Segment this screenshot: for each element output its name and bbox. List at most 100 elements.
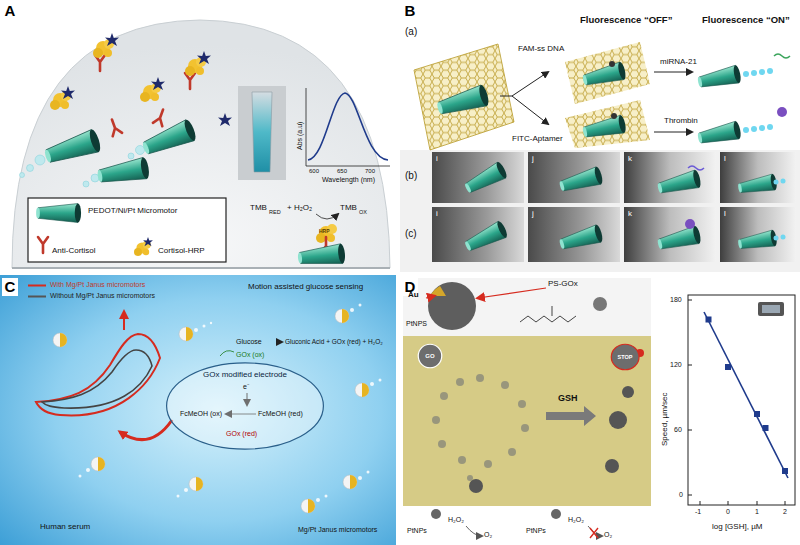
bubble-trails: [367, 471, 370, 474]
panel-a: [61, 86, 75, 99]
figure-label: Glucose: [236, 338, 262, 346]
panel-b: [751, 70, 757, 76]
panel-b: [759, 69, 765, 75]
panel-a: [96, 157, 150, 187]
figure-label: k: [628, 209, 632, 218]
video-frames: [781, 179, 786, 184]
panel-d: [431, 509, 441, 519]
bubble-trails: [79, 475, 82, 478]
panel-b: [743, 127, 749, 133]
figure-label: i: [436, 154, 438, 163]
panel-a: [297, 243, 346, 268]
video-frames: [720, 207, 796, 262]
speed-chart: [688, 495, 692, 496]
trajectory: [508, 448, 516, 456]
figure-label: l: [724, 154, 726, 163]
panel-b: [400, 0, 800, 272]
figure-label: HRP: [319, 229, 330, 235]
figure-label: (c): [405, 228, 417, 240]
video-frames: [462, 220, 508, 255]
speed-chart: [706, 317, 712, 323]
legend-entry: PEDOT/Ni/Pt Micromotor: [88, 206, 177, 215]
video-frames: [462, 161, 508, 197]
bubble-trails: [370, 382, 374, 386]
video-frames: [685, 219, 695, 229]
panel-b: [751, 126, 757, 132]
bubbles: [20, 173, 25, 178]
speed-chart: [728, 501, 729, 505]
panel-d: [400, 275, 800, 545]
video-frames: [432, 207, 524, 262]
panel-b: [654, 132, 692, 133]
figure-label: Human serum: [40, 522, 90, 531]
figure-label: Au: [408, 290, 419, 299]
video-frames: [774, 235, 786, 241]
bubble-trails: [350, 308, 354, 312]
figure-label: Motion assisted glucose sensing: [248, 282, 363, 291]
video-frames: [528, 152, 620, 203]
figure-label: Gluconic Acid + GOx (red) + H₂O₂: [285, 338, 383, 345]
figure-label: j: [532, 209, 534, 218]
panel-b: [743, 124, 773, 133]
panel-d: [403, 506, 651, 545]
inset-circle: GO: [418, 344, 442, 368]
panel-letter: B: [402, 2, 418, 21]
panel-a: [107, 118, 122, 136]
figure-label: j: [532, 154, 534, 163]
panel-b: [609, 61, 615, 67]
cuvette-photo: [238, 86, 286, 180]
figure-label: Thrombin: [664, 116, 698, 125]
figure-label: l: [724, 209, 726, 218]
panel-b: [435, 84, 490, 119]
panel-c: [189, 477, 203, 491]
trajectory: [438, 440, 446, 448]
bubbles: [83, 181, 89, 187]
panel-a: [252, 92, 272, 172]
panel-a: [316, 214, 338, 219]
node-text: A: [5, 3, 16, 20]
bubbles: [128, 153, 134, 159]
panel-d: [478, 288, 546, 298]
video-frames: [432, 152, 524, 203]
legend-entry: With Mg/Pt Janus micromotors: [50, 281, 145, 289]
panel-letter: C: [2, 278, 18, 297]
panel-d: [430, 286, 446, 296]
video-frames: [528, 207, 620, 262]
node-text: GOx modified electrode: [203, 371, 287, 380]
figure-label: 650: [337, 168, 347, 175]
figure-label: TMB: [250, 203, 267, 212]
bubbles: [136, 146, 145, 155]
absorbance-chart: [306, 88, 390, 166]
panel-d: [590, 528, 598, 538]
video-frames: [774, 180, 779, 185]
legend-text: Cortisol-HRP: [158, 246, 205, 255]
panel-d: [551, 509, 561, 519]
figure-label: (a): [405, 26, 417, 38]
figure-label: e⁻: [243, 383, 249, 391]
voltammogram: [36, 334, 160, 415]
speed-chart: [763, 425, 769, 431]
figure-label: Speed, µm/sec: [660, 392, 669, 446]
figure-label: PtNPs: [526, 527, 546, 535]
legend-text: Anti-Cortisol: [52, 246, 96, 255]
video-frames: [774, 236, 779, 241]
trajectory: [458, 456, 466, 464]
figure-label: 120: [670, 361, 682, 369]
figure-label: Fluorescence “OFF”: [580, 15, 672, 26]
video-frames: [656, 169, 702, 197]
figure-label: FcMeOH (ox): [180, 410, 222, 418]
panel-b: [743, 68, 773, 77]
bubble-trails: [177, 495, 180, 498]
panel-c: [276, 342, 282, 343]
panel-b: [767, 68, 773, 74]
panel-a: [143, 237, 153, 246]
figure-label: FcMeOH (red): [258, 410, 303, 418]
figure-label: miRNA-21: [660, 57, 697, 66]
figure-label: O₂: [604, 531, 612, 539]
figure-label: k: [628, 154, 632, 163]
panel-b: [565, 42, 650, 104]
panel-c: [28, 285, 46, 287]
figure-label: (b): [405, 170, 417, 182]
node-outline-shape: [167, 363, 324, 449]
